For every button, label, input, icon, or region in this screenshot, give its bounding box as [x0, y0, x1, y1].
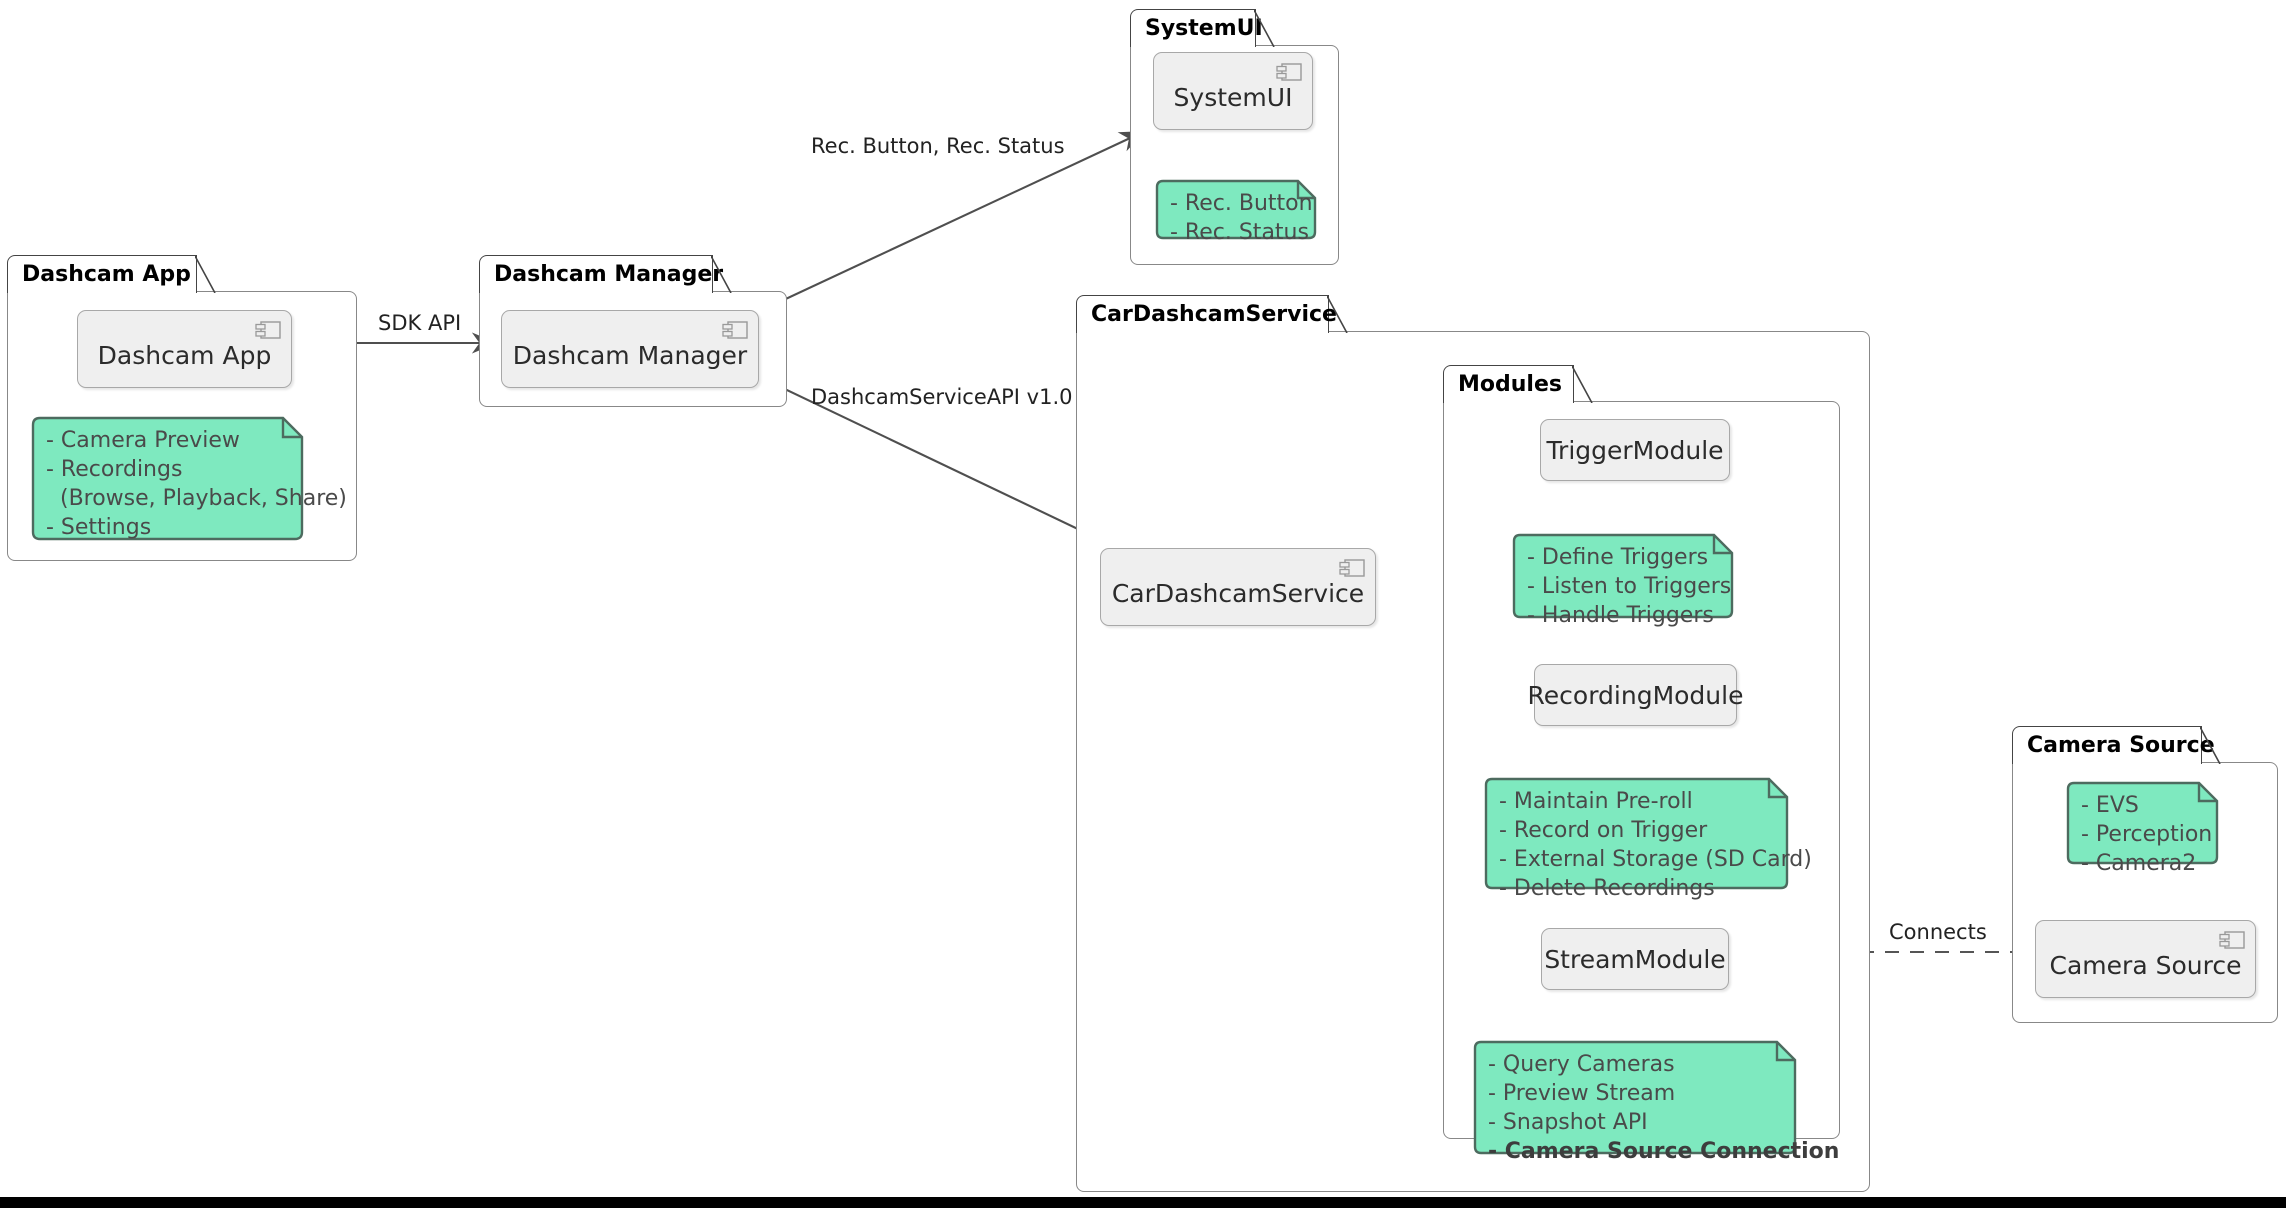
component-systemui[interactable]: SystemUI	[1153, 52, 1313, 130]
component-label: RecordingModule	[1527, 680, 1744, 710]
package-tab-slant	[2200, 726, 2222, 764]
note-line: - Snapshot API	[1488, 1110, 1648, 1136]
component-dashcam-manager[interactable]: Dashcam Manager	[501, 310, 759, 388]
package-tab: Dashcam Manager	[479, 255, 723, 293]
package-tab: Modules	[1443, 365, 1574, 403]
edge-label-dashcamserviceapi: DashcamServiceAPI v1.0	[811, 385, 1073, 409]
uml-component-icon	[722, 321, 748, 339]
package-tab: Dashcam App	[7, 255, 197, 293]
uml-component-icon	[1276, 63, 1302, 81]
note-line: - Preview Stream	[1488, 1081, 1676, 1107]
component-label: CarDashcamService	[1111, 578, 1365, 608]
component-dashcam-app[interactable]: Dashcam App	[77, 310, 292, 388]
edge-label-rec-button-status: Rec. Button, Rec. Status	[811, 134, 1065, 158]
component-triggermodule[interactable]: TriggerModule	[1540, 419, 1730, 481]
package-camera-source: Camera Source - EVS - Perception - Camer…	[2012, 726, 2278, 1023]
uml-component-icon	[255, 321, 281, 339]
note-shape	[1473, 1040, 1797, 1155]
package-tab-slant	[1572, 365, 1594, 403]
note-systemui: - Rec. Button - Rec. Status	[1154, 178, 1318, 245]
component-label: SystemUI	[1173, 82, 1293, 112]
component-cardashcamservice[interactable]: CarDashcamService	[1100, 548, 1376, 626]
note-text: - EVS - Perception - Camera2	[2081, 793, 2213, 877]
edge-label-connects: Connects	[1889, 920, 1987, 944]
note-shape	[2066, 781, 2219, 865]
package-modules: Modules TriggerModule - Define Triggers …	[1443, 365, 1840, 1164]
package-tab-slant	[195, 255, 217, 293]
package-title: CarDashcamService	[1091, 301, 1337, 327]
package-title: Dashcam App	[22, 261, 191, 287]
package-cardashcamservice: CarDashcamService CarDashcamService Modu…	[1076, 295, 1870, 1192]
note-text: - Maintain Pre-roll - Record on Trigger …	[1499, 789, 1812, 902]
component-streammodule[interactable]: StreamModule	[1541, 928, 1729, 990]
component-label: Camera Source	[2049, 950, 2242, 980]
uml-component-icon	[2219, 931, 2245, 949]
package-title: Camera Source	[2027, 732, 2215, 758]
component-label: TriggerModule	[1546, 435, 1724, 465]
package-tab: SystemUI	[1130, 9, 1263, 47]
note-dashcam-app: - Camera Preview - Recordings (Browse, P…	[30, 415, 347, 542]
component-recordingmodule[interactable]: RecordingModule	[1528, 664, 1743, 726]
edge-rec-button-status-line	[744, 131, 1145, 319]
package-title: SystemUI	[1145, 15, 1263, 41]
package-systemui: SystemUI SystemUI - Rec. Button - Rec. S…	[1130, 9, 1339, 265]
note-shape	[31, 416, 304, 541]
note-text: - Camera Preview - Recordings (Browse, P…	[46, 428, 347, 541]
package-body	[1443, 401, 1840, 1139]
package-tab-slant	[1254, 9, 1276, 47]
package-tab: CarDashcamService	[1076, 295, 1337, 333]
note-text-stream: - Query Cameras - Preview Stream - Snaps…	[1472, 1039, 1839, 1174]
note-camera-source: - EVS - Perception - Camera2	[2065, 780, 2220, 876]
component-label: Dashcam App	[97, 340, 272, 370]
note-recordingmodule: - Maintain Pre-roll - Record on Trigger …	[1483, 776, 1812, 901]
package-tab-slant	[1327, 295, 1349, 333]
package-title: Dashcam Manager	[494, 261, 724, 287]
note-triggermodule: - Define Triggers - Listen to Triggers -…	[1511, 532, 1735, 628]
package-dashcam-app: Dashcam App Dashcam App - Camera Preview…	[7, 255, 357, 561]
package-dashcam-manager: Dashcam Manager Dashcam Manager	[479, 255, 787, 407]
package-tab: Camera Source	[2012, 726, 2215, 764]
bottom-band	[0, 1197, 2286, 1208]
note-text: - Rec. Button - Rec. Status	[1170, 191, 1313, 246]
note-streammodule: - Query Cameras - Preview Stream - Snaps…	[1472, 1039, 1839, 1164]
note-line: - Query Cameras	[1488, 1052, 1675, 1077]
edge-label-sdk-api: SDK API	[378, 311, 462, 335]
note-text: - Define Triggers - Listen to Triggers -…	[1527, 545, 1732, 629]
note-shape	[1155, 179, 1317, 240]
note-line-bold: - Camera Source Connection	[1488, 1139, 1840, 1165]
uml-component-icon	[1339, 559, 1365, 577]
component-label: Dashcam Manager	[512, 340, 748, 370]
component-camera-source[interactable]: Camera Source	[2035, 920, 2256, 998]
package-title: Modules	[1458, 371, 1562, 397]
component-label: StreamModule	[1544, 944, 1726, 974]
package-tab-slant	[711, 255, 733, 293]
